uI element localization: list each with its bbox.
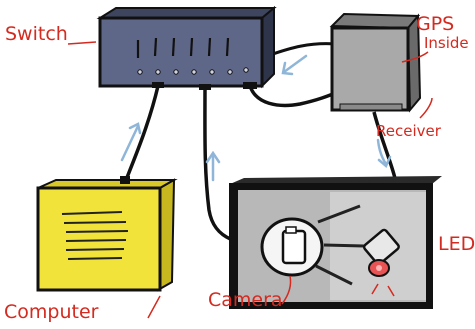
flow-arrows [120,54,392,182]
arrow-computer-to-switch [120,122,142,162]
switch-computer-cable [124,85,160,181]
receiver-switch-top-cable [269,42,337,57]
receiver-label: Receiver [376,122,442,140]
switch-label-underline [67,41,97,45]
led-light [362,228,400,277]
arrow-camera-to-switch [205,150,221,182]
switch-port-slots [136,37,230,58]
inside-label: Inside [424,34,469,52]
camera-label: Camera [208,289,283,311]
gps-receiver [329,12,422,113]
network-switch [96,5,277,90]
arrow-receiver-to-led [376,138,392,169]
camera-device [260,217,324,277]
computer-label-leader [147,295,161,319]
camera-label-leader [281,275,292,305]
arrow-receiver-to-switch [281,54,308,76]
switch-label: Switch [5,23,68,45]
gps-label: GPS [416,13,454,35]
gps-label-leader [401,51,429,63]
receiver-label-leader [419,97,433,119]
switch-receiver-cable [248,85,339,108]
led-label: LED [438,233,475,255]
computer [36,176,178,292]
switch-port-leds [137,67,249,75]
computer-label: Computer [4,301,99,323]
computer-vent-lines [61,211,129,260]
